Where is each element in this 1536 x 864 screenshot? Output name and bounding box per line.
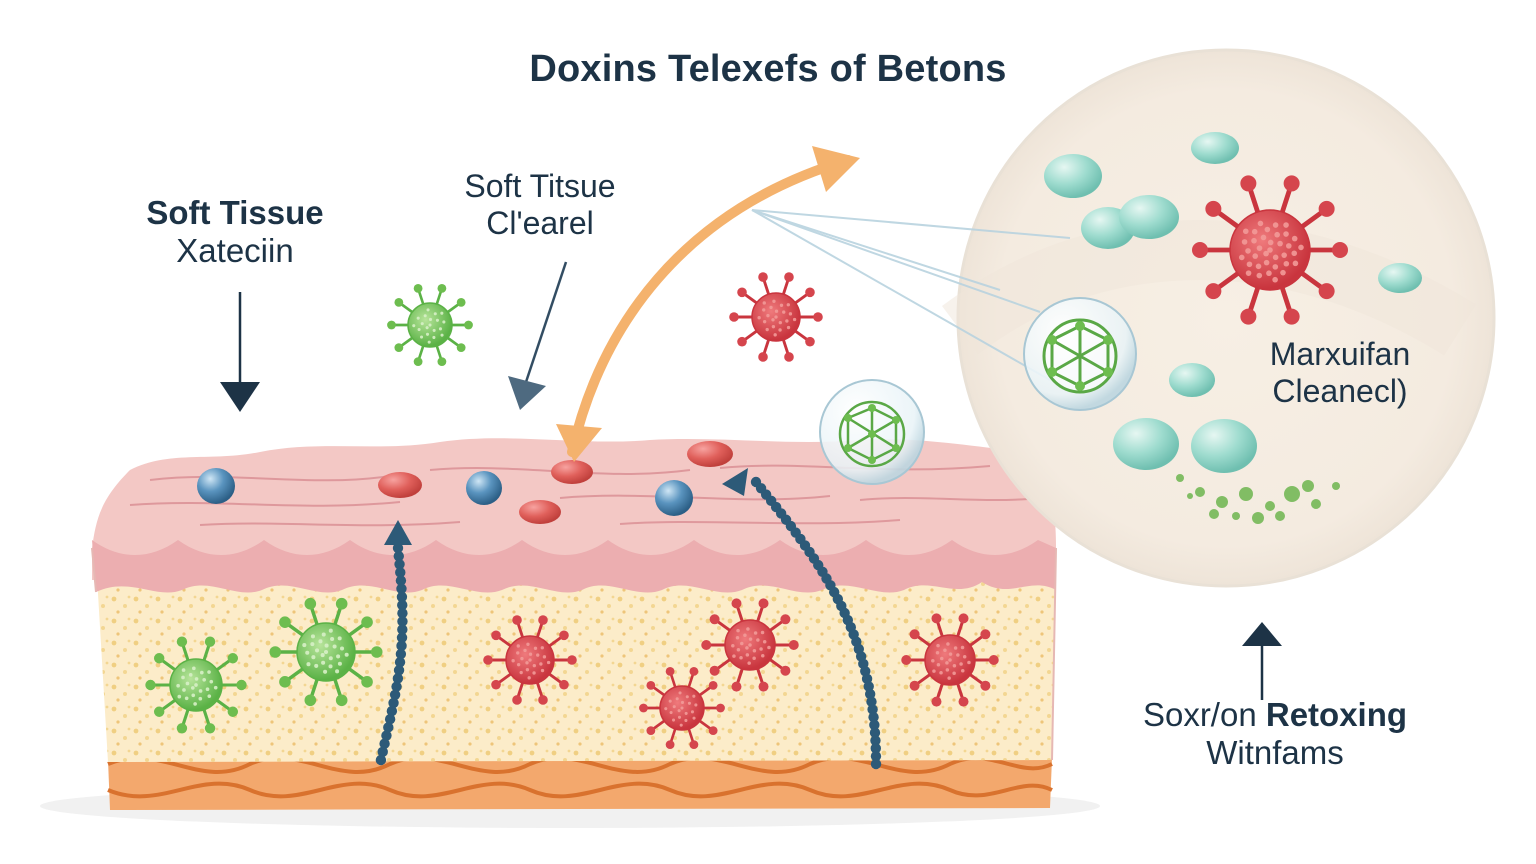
label-retoxing-bold: Retoxing bbox=[1265, 696, 1408, 733]
green-virus bbox=[269, 597, 383, 707]
label-magnified-line1: Marxuifan bbox=[1269, 336, 1411, 372]
virus-group bbox=[145, 272, 999, 750]
teal-cell bbox=[1113, 418, 1179, 470]
red-cell bbox=[378, 472, 422, 498]
teal-cell bbox=[1044, 154, 1102, 198]
green-specks bbox=[1176, 474, 1340, 524]
red-virus bbox=[701, 598, 799, 692]
label-magnified-line2: Cleanecl) bbox=[1272, 372, 1408, 409]
label-soft-titsue: Soft Titsue Cl'earel bbox=[405, 168, 675, 242]
magnified-cells bbox=[1023, 132, 1422, 524]
trail-arrowhead bbox=[722, 468, 748, 496]
red-virus bbox=[1192, 175, 1348, 325]
green-virus bbox=[387, 283, 473, 367]
label-soft-tissue: Soft Tissue Xateciin bbox=[100, 194, 370, 270]
green-particle-bubble bbox=[1023, 297, 1137, 411]
label-soft-titsue-line2: Cl'earel bbox=[486, 204, 594, 241]
red-virus bbox=[901, 613, 999, 707]
label-magnified: Marxuifan Cleanecl) bbox=[1225, 336, 1455, 410]
green-virus bbox=[145, 636, 247, 734]
exchange-arrowhead-up bbox=[812, 146, 860, 192]
label-retoxing-regular: Soxr/on bbox=[1142, 696, 1266, 733]
exchange-arrow bbox=[567, 155, 853, 457]
toxin-trails bbox=[375, 476, 882, 770]
label-soft-tissue-line2: Xateciin bbox=[176, 231, 294, 269]
teal-cell bbox=[1378, 263, 1422, 293]
red-virus bbox=[639, 666, 725, 750]
teal-cell bbox=[1191, 419, 1257, 473]
red-cell bbox=[687, 441, 733, 467]
blue-cell bbox=[466, 471, 502, 505]
exchange-arrowhead-down bbox=[556, 424, 602, 462]
teal-cell bbox=[1119, 195, 1179, 239]
red-cell bbox=[519, 500, 561, 524]
label-soft-tissue-line1: Soft Tissue bbox=[146, 194, 324, 231]
red-cell bbox=[551, 460, 593, 484]
diagram-title: Doxins Telexefs of Betons bbox=[529, 48, 1007, 90]
skin-cells bbox=[197, 441, 733, 524]
blue-cell bbox=[655, 480, 693, 516]
teal-cell bbox=[1169, 363, 1215, 397]
label-retoxing: Soxr/on Retoxing Witnfams bbox=[1085, 696, 1465, 772]
label-retoxing-line2: Witnfams bbox=[1206, 733, 1344, 771]
zoom-lines bbox=[751, 209, 1071, 381]
trail-arrowhead bbox=[384, 520, 412, 545]
label-retoxing-line1: Soxr/on Retoxing bbox=[1085, 696, 1465, 734]
label-soft-titsue-line1: Soft Titsue bbox=[464, 168, 616, 204]
teal-cell bbox=[1191, 132, 1239, 164]
red-virus bbox=[729, 272, 823, 362]
captured-particle-bubble bbox=[819, 379, 925, 485]
tissue-block bbox=[40, 438, 1100, 828]
blue-cell bbox=[197, 468, 235, 504]
pointer-arrows bbox=[220, 261, 1282, 700]
red-virus bbox=[483, 615, 577, 705]
